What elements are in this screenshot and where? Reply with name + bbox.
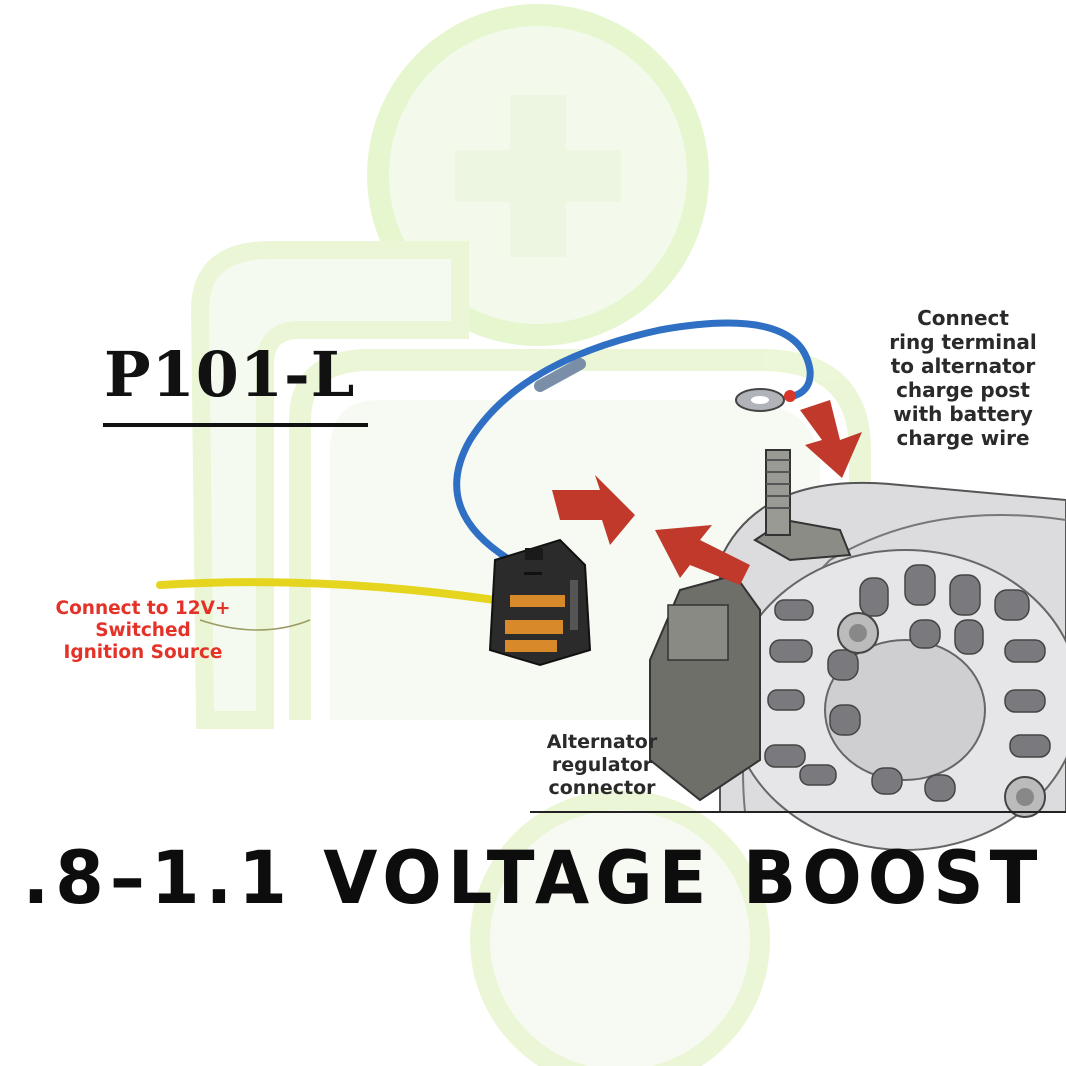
plus-icon xyxy=(455,95,621,257)
ignition-callout: Connect to 12V+ Switched Ignition Source xyxy=(28,598,258,664)
callout-line: to alternator xyxy=(890,354,1036,378)
callout-line: with battery xyxy=(893,402,1033,426)
callout-line: ring terminal xyxy=(889,330,1037,354)
yellow-wire xyxy=(156,578,499,604)
callout-line: charge post xyxy=(896,378,1030,402)
arrow-icon xyxy=(800,400,862,478)
callout-line: regulator xyxy=(551,754,653,776)
pigtail-connector xyxy=(488,538,592,667)
product-code: P101-L xyxy=(104,338,356,411)
arrow-icon xyxy=(655,525,750,585)
charge-post xyxy=(753,449,852,562)
callout-line: Switched xyxy=(95,620,191,641)
callout-line: Alternator xyxy=(546,731,658,753)
callout-line: Connect xyxy=(917,306,1009,330)
leader-line xyxy=(199,619,311,631)
blue-wire xyxy=(453,319,814,564)
alternator-vents xyxy=(764,564,1051,802)
arrows xyxy=(552,400,862,585)
callout-line: charge wire xyxy=(896,426,1030,450)
callout-line: connector xyxy=(548,777,656,799)
ring-terminal-callout: Connect ring terminal to alternator char… xyxy=(858,306,1066,450)
alternator-bolts xyxy=(837,612,1046,818)
regulator-callout: Alternator regulator connector xyxy=(527,731,677,800)
callout-line: Connect to 12V+ xyxy=(55,598,231,619)
alternator xyxy=(530,449,1066,851)
arrow-icon xyxy=(552,475,635,545)
product-code-underline xyxy=(103,423,368,427)
voltage-boost-headline: .8–1.1 VOLTAGE BOOST xyxy=(22,834,1044,922)
callout-line: Ignition Source xyxy=(63,642,223,663)
